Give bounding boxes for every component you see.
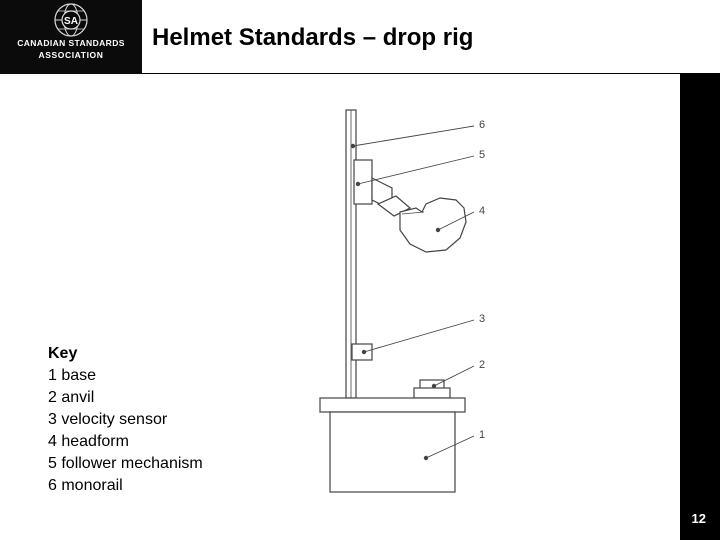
key-item: 2 anvil <box>48 389 95 406</box>
key-title: Key <box>48 345 78 362</box>
logo-text-line1: CANADIAN STANDARDS <box>17 38 125 48</box>
key-item: 6 monorail <box>48 477 123 494</box>
logo-mark: SA <box>64 16 78 27</box>
callout-1: 1 <box>479 429 485 441</box>
diagram-key: Key 1 base 2 anvil 3 velocity sensor 4 h… <box>48 343 203 497</box>
follower-mechanism <box>353 159 373 205</box>
base <box>329 411 456 493</box>
page-number: 12 <box>691 511 706 526</box>
callout-3: 3 <box>479 313 485 325</box>
header-bar: Helmet Standards – drop rig <box>142 0 720 74</box>
key-item: 1 base <box>48 367 97 384</box>
csa-logo: SA CANADIAN STANDARDS ASSOCIATION <box>0 0 142 74</box>
callout-2: 2 <box>479 359 485 371</box>
drop-rig-diagram: 6 5 4 3 2 1 <box>298 100 680 500</box>
page-title: Helmet Standards – drop rig <box>152 24 474 51</box>
base-top <box>319 397 466 413</box>
callout-5: 5 <box>479 149 485 161</box>
headform <box>399 197 467 253</box>
callout-6: 6 <box>479 119 485 131</box>
key-item: 3 velocity sensor <box>48 411 168 428</box>
callout-4: 4 <box>479 205 485 217</box>
csa-globe-logo-icon: SA <box>54 3 88 37</box>
key-item: 4 headform <box>48 433 129 450</box>
key-item: 5 follower mechanism <box>48 455 203 472</box>
right-black-band <box>680 74 720 540</box>
logo-text-line2: ASSOCIATION <box>38 50 103 60</box>
